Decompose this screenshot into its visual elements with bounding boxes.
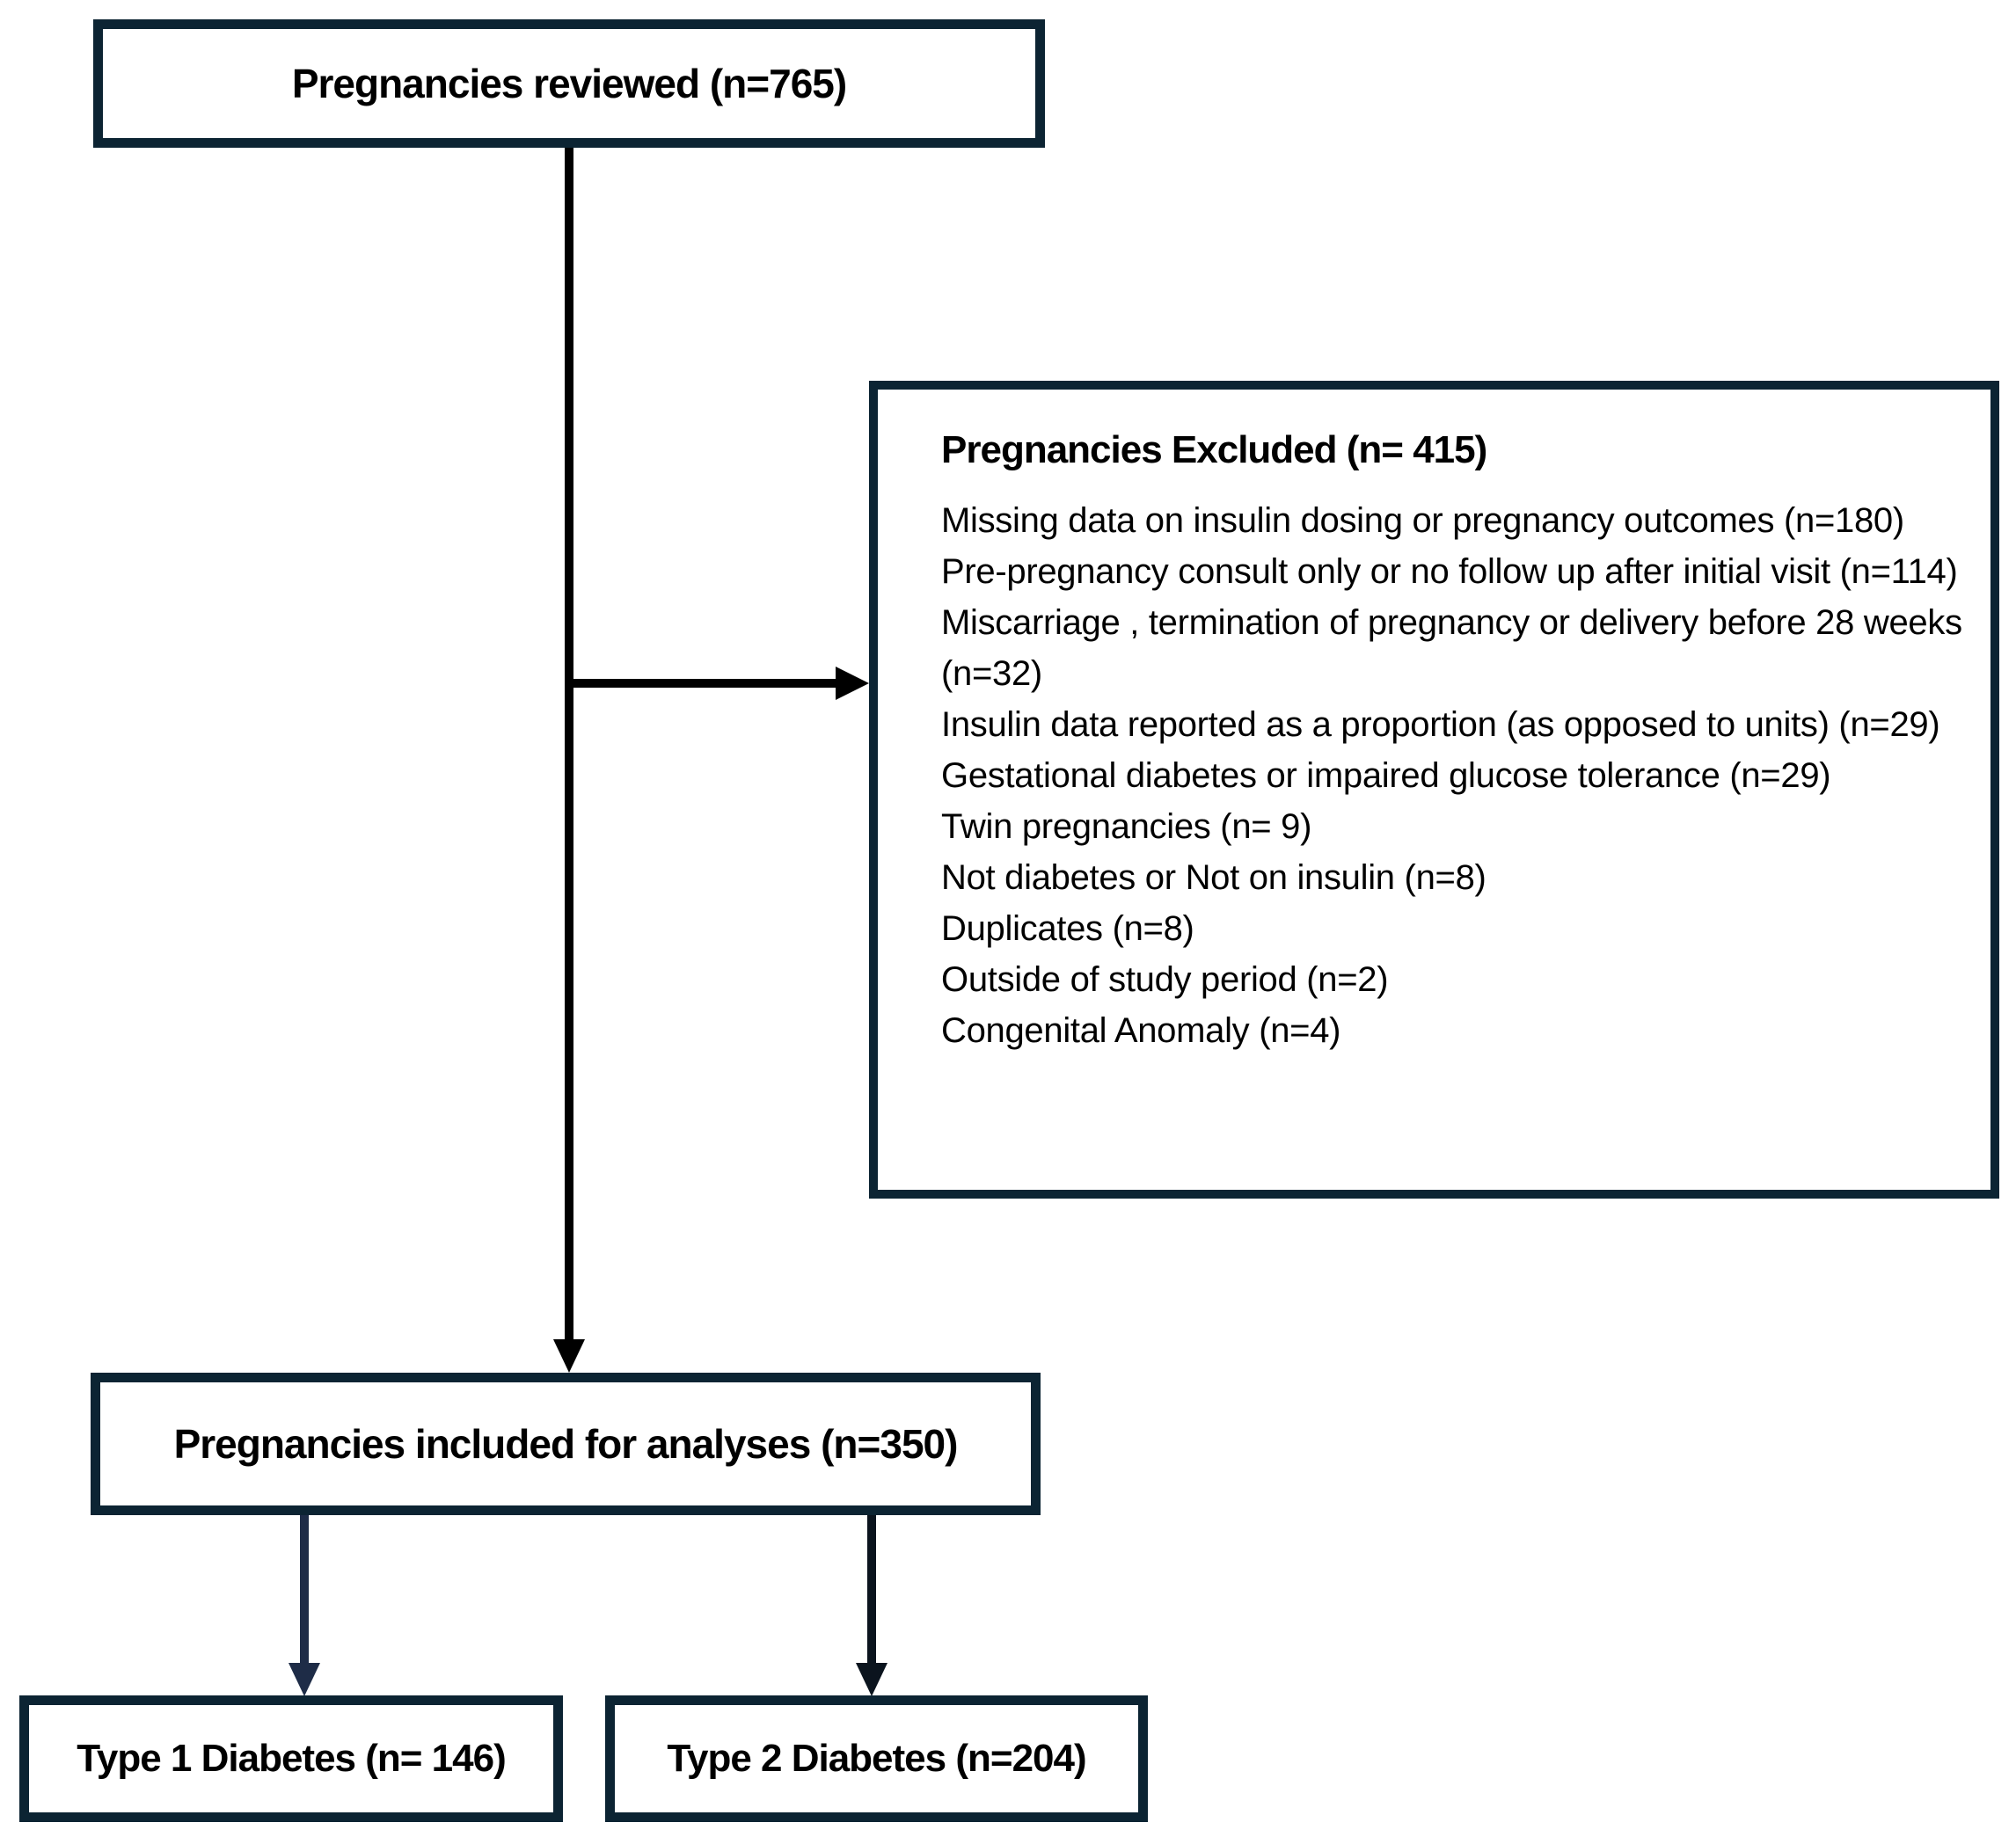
reviewed-box-label: Pregnancies reviewed (n=765) — [291, 60, 847, 106]
type2-box-label: Type 2 Diabetes (n=204) — [667, 1736, 1086, 1780]
included-box: Pregnancies included for analyses (n=350… — [91, 1373, 1041, 1515]
excluded-item: Pre-pregnancy consult only or no follow … — [941, 552, 1958, 591]
type1-connector — [300, 1515, 309, 1665]
arrowhead-down-icon — [289, 1663, 320, 1696]
excluded-item: Congenital Anomaly (n=4) — [941, 1011, 1341, 1050]
excluded-item: Insulin data reported as a proportion (a… — [941, 705, 1940, 744]
reviewed-box: Pregnancies reviewed (n=765) — [93, 19, 1045, 148]
included-box-label: Pregnancies included for analyses (n=350… — [173, 1420, 959, 1467]
type1-box-label: Type 1 Diabetes (n= 146) — [77, 1736, 506, 1780]
exclusion-branch-connector — [569, 679, 837, 688]
excluded-item: Not diabetes or Not on insulin (n=8) — [941, 858, 1486, 897]
type1-box: Type 1 Diabetes (n= 146) — [19, 1695, 563, 1822]
excluded-item: Duplicates (n=8) — [941, 909, 1194, 948]
type2-connector — [867, 1515, 876, 1665]
excluded-item: Outside of study period (n=2) — [941, 960, 1389, 999]
excluded-box: Pregnancies Excluded (n= 415) Missing da… — [869, 381, 1999, 1199]
excluded-item: Miscarriage , termination of pregnancy o… — [941, 603, 1962, 693]
arrowhead-down-icon — [856, 1663, 887, 1696]
excluded-item: Gestational diabetes or impaired glucose… — [941, 756, 1831, 795]
type2-box: Type 2 Diabetes (n=204) — [605, 1695, 1148, 1822]
arrowhead-down-icon — [553, 1339, 585, 1373]
excluded-item: Twin pregnancies (n= 9) — [941, 807, 1312, 846]
excluded-box-title: Pregnancies Excluded (n= 415) — [941, 428, 1487, 471]
excluded-item: Missing data on insulin dosing or pregna… — [941, 501, 1904, 540]
main-vertical-connector — [565, 148, 573, 1341]
arrowhead-right-icon — [836, 667, 869, 700]
